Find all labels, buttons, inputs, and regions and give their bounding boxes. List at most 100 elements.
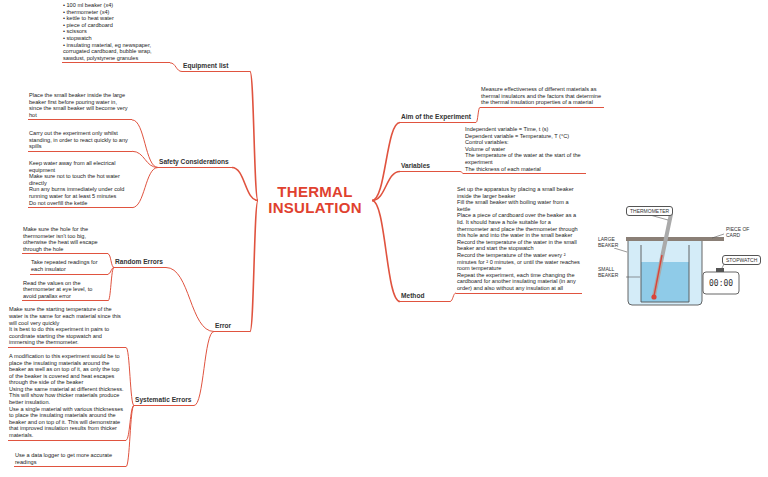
part-label: SMALL BEAKER: [598, 266, 626, 278]
note-block: Read the values on the thermometer at ey…: [22, 280, 108, 302]
topic-title: THERMAL INSULATION: [259, 184, 371, 216]
part-label: PIECE OF CARD: [726, 226, 754, 238]
branch-line: [450, 293, 456, 302]
branch-line: [126, 347, 134, 405]
branch-title: Random Errors: [115, 258, 165, 266]
branch-title: Aim of the Experiment: [401, 113, 475, 121]
note-text: Place a piece of cardboard over the beak…: [457, 212, 581, 238]
note-block: Set up the apparatus by placing a small …: [456, 186, 582, 294]
note-text: Measure effectiveness of different mater…: [481, 86, 603, 106]
branch-line: [132, 120, 158, 168]
stopwatch-display: 00:00: [709, 279, 733, 288]
note-text: Use a single material with various thick…: [9, 406, 125, 439]
note-text: Run any burns immediately under cold run…: [29, 186, 131, 199]
branch-heading: Systematic Errors: [134, 396, 194, 406]
thermometer: [654, 214, 671, 296]
branch-line: [108, 268, 114, 301]
branch-line: [132, 151, 158, 167]
note-text: The thickness of each material: [465, 166, 585, 173]
branch-heading: Random Errors: [114, 258, 166, 268]
note-text: Record the temperature of the water ever…: [457, 252, 581, 272]
note-text: It is best to do this experiment in pair…: [9, 326, 125, 346]
part-label: LARGE BEAKER: [598, 236, 626, 248]
branch-line: [372, 123, 400, 201]
note-block: Make sure the hole for the thermometer i…: [22, 226, 108, 254]
note-text: Fill the small beaker with boiling water…: [457, 199, 581, 212]
central-topic: THERMAL INSULATION: [258, 184, 372, 217]
note-text: • kettle to heat water: [63, 15, 169, 22]
note-text: Dependent variable = Temperature, T (°C): [465, 133, 585, 140]
note-text: Keep water away from all electrical equi…: [29, 160, 131, 173]
branch-line: [194, 332, 214, 406]
leader-line: [614, 248, 627, 252]
branch-heading: Safety Considerations: [158, 158, 232, 168]
branch-line: [372, 201, 400, 302]
small-beaker: [641, 245, 689, 302]
stopwatch-button: [716, 268, 724, 272]
branch-title: Method: [401, 292, 449, 300]
note-block: Use a data logger to get more accurate r…: [14, 452, 126, 467]
note-text: • insulating material, eg newspaper, cor…: [63, 42, 169, 62]
note-text: Place the small beaker inside the large …: [29, 92, 131, 118]
branch-line: [126, 406, 134, 467]
branch-line: [476, 107, 480, 122]
part-label: STOPWATCH: [722, 255, 761, 265]
note-text: Independent variable = Time, t (s): [465, 126, 585, 133]
branch-title: Equipment list: [183, 62, 249, 70]
note-block: Make sure the starting temperature of th…: [8, 306, 126, 348]
branch-heading: Aim of the Experiment: [400, 113, 476, 123]
note-block: Carry out the experiment only whilst sta…: [28, 130, 132, 152]
branch-title: Error: [215, 322, 249, 330]
water: [641, 262, 689, 302]
note-block: Place the small beaker inside the large …: [28, 92, 132, 120]
note-text: • thermometer (x4): [63, 9, 169, 16]
branch-title: Variables: [401, 162, 459, 170]
note-block: • 100 ml beaker (x4)• thermometer (x4)• …: [62, 2, 170, 63]
note-text: Read the values on the thermometer at ey…: [23, 280, 107, 300]
branch-line: [372, 172, 400, 201]
note-text: Set up the apparatus by placing a small …: [457, 186, 581, 199]
note-text: • stopwatch: [63, 35, 169, 42]
branch-line: [250, 72, 258, 201]
note-text: The temperature of the water at the star…: [465, 152, 585, 165]
branch-line: [166, 268, 214, 332]
branch-heading: Error: [214, 322, 250, 332]
note-text: Take repeated readings for each insulato…: [31, 259, 107, 272]
note-text: A modification to this experiment would …: [9, 353, 125, 386]
part-label: THERMOMETER: [626, 206, 673, 216]
branch-heading: Method: [400, 292, 450, 302]
branch-line: [232, 168, 258, 201]
thermometer-liquid: [654, 255, 662, 296]
branch-title: Safety Considerations: [159, 158, 231, 166]
note-block: Keep water away from all electrical equi…: [28, 160, 132, 208]
branch-line: [250, 201, 258, 332]
leader-line: [712, 234, 724, 238]
note-block: Take repeated readings for each insulato…: [30, 259, 108, 274]
note-text: • piece of cardboard: [63, 22, 169, 29]
note-text: Make sure the hole for the thermometer i…: [23, 226, 107, 252]
branch-line: [132, 168, 158, 208]
note-text: Make sure the starting temperature of th…: [9, 306, 125, 326]
note-block: Independent variable = Time, t (s)Depend…: [464, 126, 586, 174]
branch-line: [170, 63, 182, 72]
note-text: Volume of water: [465, 146, 585, 153]
note-text: Control variables:: [465, 139, 585, 146]
note-block: Measure effectiveness of different mater…: [480, 86, 604, 108]
note-text: Use a data logger to get more accurate r…: [15, 452, 125, 465]
branch-heading: Variables: [400, 162, 460, 172]
note-text: Using the same material at different thi…: [9, 386, 125, 406]
note-text: Do not overfill the kettle: [29, 200, 131, 207]
note-text: • 100 ml beaker (x4): [63, 2, 169, 9]
branch-heading: Equipment list: [182, 62, 250, 72]
note-text: Repeat the experiment, each time changin…: [457, 272, 581, 292]
stopwatch: [703, 272, 739, 294]
note-block: A modification to this experiment would …: [8, 353, 126, 441]
branch-title: Systematic Errors: [135, 396, 193, 404]
note-text: Carry out the experiment only whilst sta…: [29, 130, 131, 150]
thermometer-bulb: [651, 294, 656, 299]
note-text: • scissors: [63, 28, 169, 35]
note-text: Record the temperature of the water in t…: [457, 239, 581, 252]
note-text: Make sure not to touch the hot water dir…: [29, 173, 131, 186]
